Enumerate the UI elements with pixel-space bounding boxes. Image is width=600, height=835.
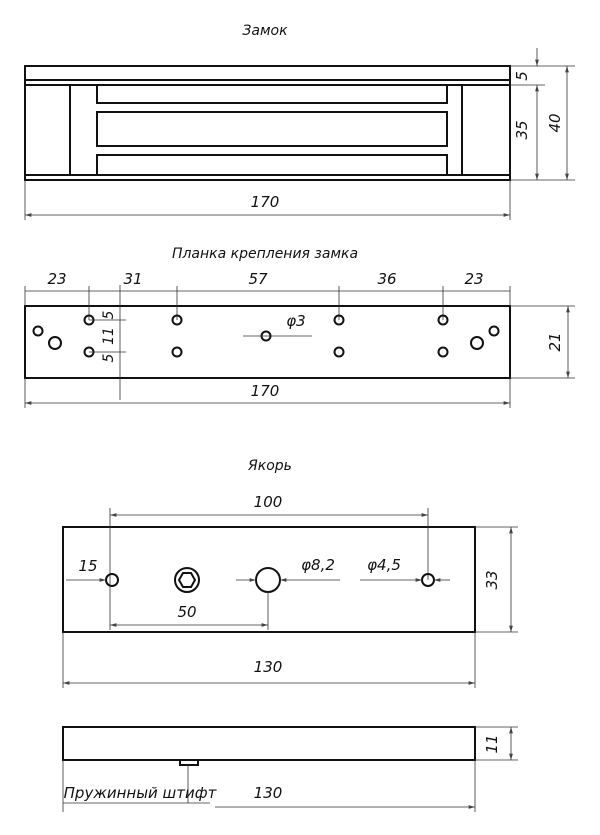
anchor-hole-large [255, 567, 281, 593]
plate-hole-dia: φ3 [286, 312, 305, 330]
side-body [62, 726, 476, 761]
anchor-view: Якорь 100 15 φ8,2 φ4,5 50 33 130 [62, 458, 518, 688]
lock-dim-inner: 35 [513, 120, 531, 139]
anchor-title: Якорь [247, 458, 292, 474]
plate-title: Планка крепления замка [172, 246, 358, 262]
spring-pin [179, 759, 199, 766]
plate-body [24, 305, 511, 379]
anchor-dim-height: 33 [483, 570, 501, 589]
anchor-dim-15: 15 [78, 557, 97, 575]
plate-dim-3: 57 [248, 270, 268, 288]
lock-dim-top: 5 [513, 71, 531, 81]
plate-view: Планка крепления замка 23 31 57 36 23 φ3… [24, 246, 575, 408]
plate-dim-11: 11 [101, 327, 117, 345]
anchor-side-view: Пружинный штифт 11 130 [62, 726, 518, 812]
anchor-hole-left [105, 573, 119, 587]
side-dim-length: 130 [254, 784, 283, 802]
lock-dim-length: 170 [251, 193, 280, 211]
anchor-dim-100: 100 [254, 493, 283, 511]
lock-view: Замок 5 35 40 170 [24, 23, 575, 220]
lock-dim-height: 40 [546, 113, 564, 132]
anchor-dia-large: φ8,2 [301, 556, 335, 574]
lock-body [24, 65, 511, 181]
side-dim-height: 11 [483, 734, 501, 753]
plate-dim-length: 170 [251, 382, 280, 400]
plate-dim-5a: 5 [101, 310, 117, 319]
anchor-dia-small: φ4,5 [367, 556, 401, 574]
plate-dim-1: 23 [47, 270, 66, 288]
plate-dim-5b: 5 [101, 353, 117, 362]
lock-title: Замок [242, 23, 288, 39]
anchor-dim-50: 50 [177, 603, 196, 621]
anchor-hex-hole [174, 567, 200, 593]
plate-dim-5: 23 [464, 270, 483, 288]
anchor-dim-length: 130 [254, 658, 283, 676]
plate-dim-2: 31 [123, 270, 142, 288]
plate-dim-4: 36 [377, 270, 396, 288]
anchor-body [62, 526, 476, 633]
spring-pin-label: Пружинный штифт [64, 784, 218, 802]
plate-dim-height: 21 [546, 332, 564, 351]
